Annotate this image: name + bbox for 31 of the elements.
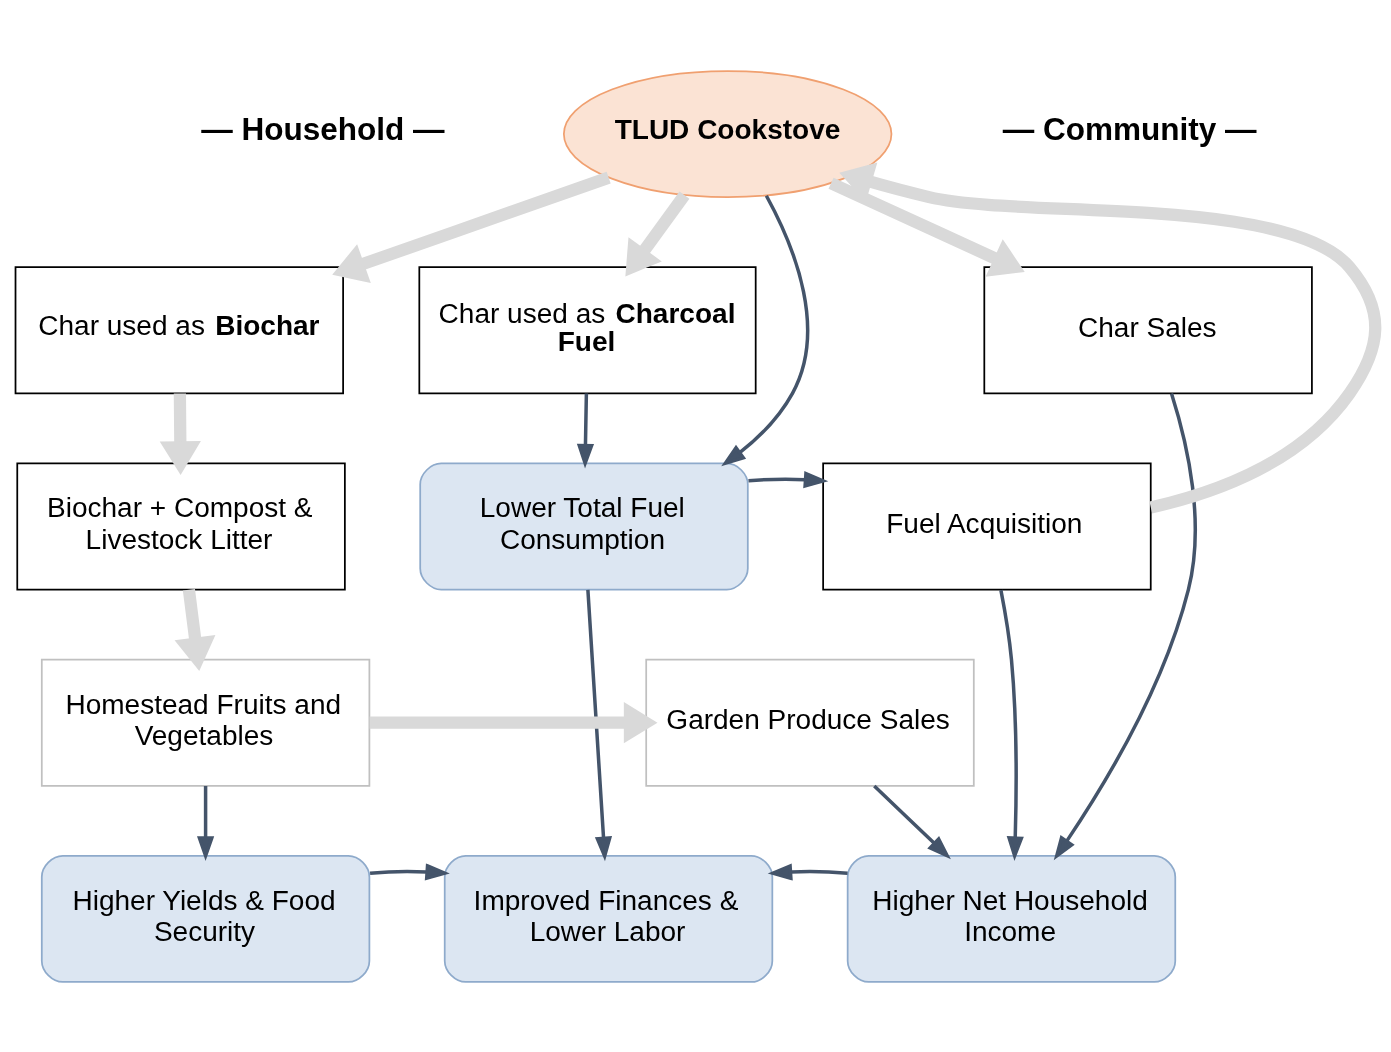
node-box: Higher Net Household Income [846,854,1177,983]
node-box: Homestead Fruits and Vegetables [40,658,371,787]
node-box: Improved Finances & Lower Labor [443,854,774,983]
arrow [767,862,848,881]
node-box: Char Sales [983,265,1313,394]
arrow [999,589,1024,861]
node-box: Biochar + Compost & Livestock Litter [16,462,346,590]
arrow [174,588,216,671]
arrow [828,177,1025,277]
arrow [748,470,829,488]
arrow [721,194,810,466]
node-box: Char used as Charcoal Fuel [418,265,757,394]
node-box: Fuel Acquisition [822,462,1152,590]
arrow [576,393,595,468]
node-box: Lower Total Fuel Consumption [419,462,749,590]
label: — Community — [1002,110,1257,147]
arrow [586,589,613,861]
arrow [873,784,951,859]
arrow [197,785,215,861]
label: — Household — [201,110,445,147]
node-box: Char used as Biochar [14,265,344,394]
arrow [332,171,611,283]
node-ellipse: TLUD Cookstove [562,69,893,198]
node-box: Higher Yields & Food Security [40,854,371,983]
arrow [369,862,450,881]
arrow [625,191,690,276]
node-box: Garden Produce Sales [645,658,975,787]
arrow [369,701,658,743]
arrow [1053,392,1197,860]
arrow [159,393,201,475]
arrow [839,161,1382,513]
